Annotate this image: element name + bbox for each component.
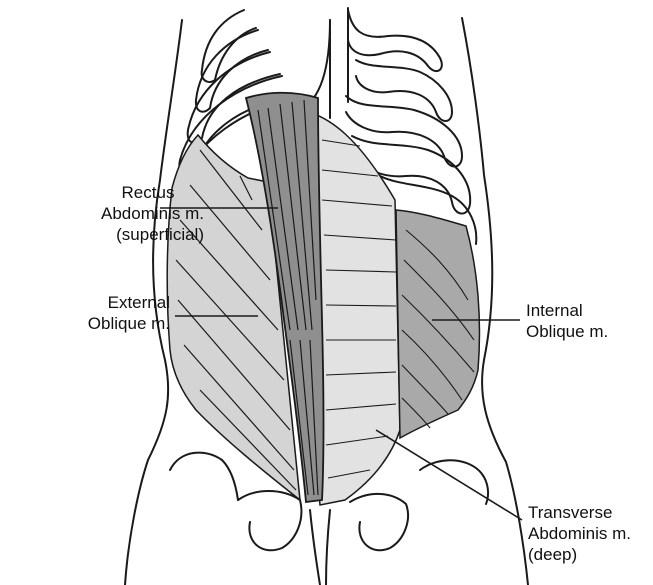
external-oblique-label: External Oblique m.: [40, 292, 170, 334]
pelvis-left-wing: [238, 491, 301, 550]
sacrum-right: [326, 510, 330, 585]
rectus-abdominis-label: Rectus Abdominis m. (superficial): [52, 182, 204, 245]
rectus-label-line2: Abdominis m.: [52, 203, 204, 224]
internal-oblique-label-line2: Oblique m.: [526, 321, 646, 342]
pelvis-right-wing: [350, 494, 408, 550]
pelvis-left-crest: [170, 453, 238, 500]
internal-oblique-label: Internal Oblique m.: [526, 300, 646, 342]
transverse-label-line3: (deep): [528, 544, 653, 565]
transverse-leader: [376, 430, 522, 520]
transverse-label-line2: Abdominis m.: [528, 523, 653, 544]
transverse-abdominis-label: Transverse Abdominis m. (deep): [528, 502, 653, 565]
rectus-label-line3: (superficial): [52, 224, 204, 245]
transverse-label-line1: Transverse: [528, 502, 653, 523]
internal-oblique-label-line1: Internal: [526, 300, 646, 321]
rectus-label-line1: Rectus: [52, 182, 204, 203]
pelvis-right-crest: [420, 460, 488, 504]
rib-right-2: [356, 60, 452, 121]
external-oblique-label-line1: External: [40, 292, 170, 313]
external-oblique-label-line2: Oblique m.: [40, 313, 170, 334]
sacrum: [310, 510, 320, 585]
